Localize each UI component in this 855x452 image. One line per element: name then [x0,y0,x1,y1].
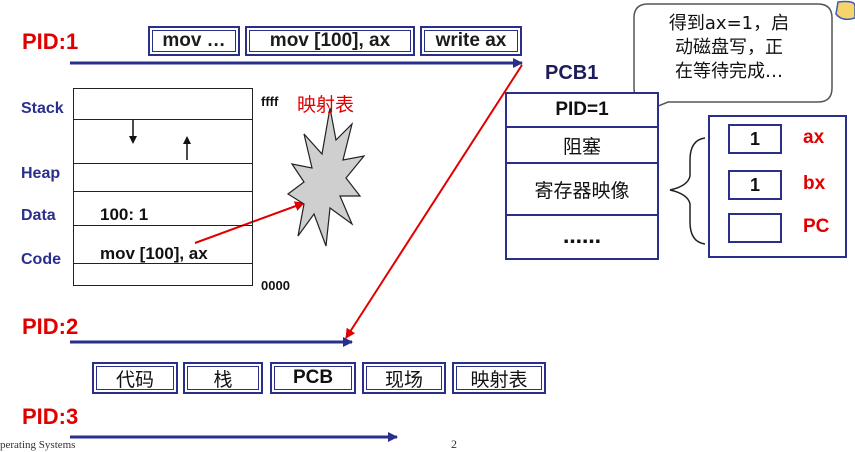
pcb-title: PCB1 [545,62,598,85]
data-label: Data [21,207,56,225]
instruction-text: mov [100], ax [270,30,390,52]
callout-line: 得到ax=1，启 [640,12,818,36]
register-value-pc [728,213,782,243]
callout-text: 得到ax=1，启 动磁盘写，正 在等待完成… [640,12,818,84]
pcb-row-more: …… [507,216,657,258]
instruction-box-2: mov [100], ax [245,26,415,56]
register-name-bx: bx [803,173,825,195]
callout-line: 动磁盘写，正 [640,36,818,60]
pcb-table: PID=1 阻塞 寄存器映像 …… [505,92,659,260]
bottom-box-mapping: 映射表 [452,362,546,394]
bottom-box-stack: 栈 [183,362,263,394]
addr-bottom: 0000 [261,278,290,293]
pcb-row-state: 阻塞 [507,128,657,164]
mapping-table-label: 映射表 [297,90,354,117]
stack-label: Stack [21,100,64,118]
instruction-text: write ax [436,30,507,52]
pcb-row-registers: 寄存器映像 [507,164,657,216]
curly-brace-icon [670,138,705,244]
bottom-box-context: 现场 [362,362,446,394]
pid3-label: PID:3 [22,404,78,430]
register-name-ax: ax [803,127,824,149]
bottom-box-text: 栈 [213,365,232,392]
explosion-shape-icon [288,108,364,246]
pcb-row-pid: PID=1 [507,94,657,128]
register-image: 1 ax 1 bx PC [708,115,847,258]
bottom-box-text: 映射表 [470,365,527,392]
pid2-label: PID:2 [22,314,78,340]
instruction-text: mov … [162,30,225,52]
data-content: 100: 1 [100,205,148,225]
bottom-box-text: 代码 [116,365,154,392]
code-label: Code [21,251,61,269]
bottom-box-pcb: PCB [270,362,356,394]
switch-arrow [346,65,522,338]
instruction-box-3: write ax [420,26,522,56]
footer-course: perating Systems [0,439,75,451]
register-name-pc: PC [803,216,829,238]
footer-page: 2 [451,437,457,452]
addr-top: ffff [261,94,278,109]
callout-line: 在等待完成… [640,60,818,84]
instruction-box-1: mov … [148,26,240,56]
code-content: mov [100], ax [100,244,208,264]
corner-decoration [836,2,855,20]
heap-label: Heap [21,165,60,183]
register-value-bx: 1 [728,170,782,200]
bottom-box-code: 代码 [92,362,178,394]
bottom-box-text: 现场 [385,365,423,392]
bottom-box-text: PCB [293,367,333,389]
pid1-label: PID:1 [22,29,78,55]
register-value-ax: 1 [728,124,782,154]
